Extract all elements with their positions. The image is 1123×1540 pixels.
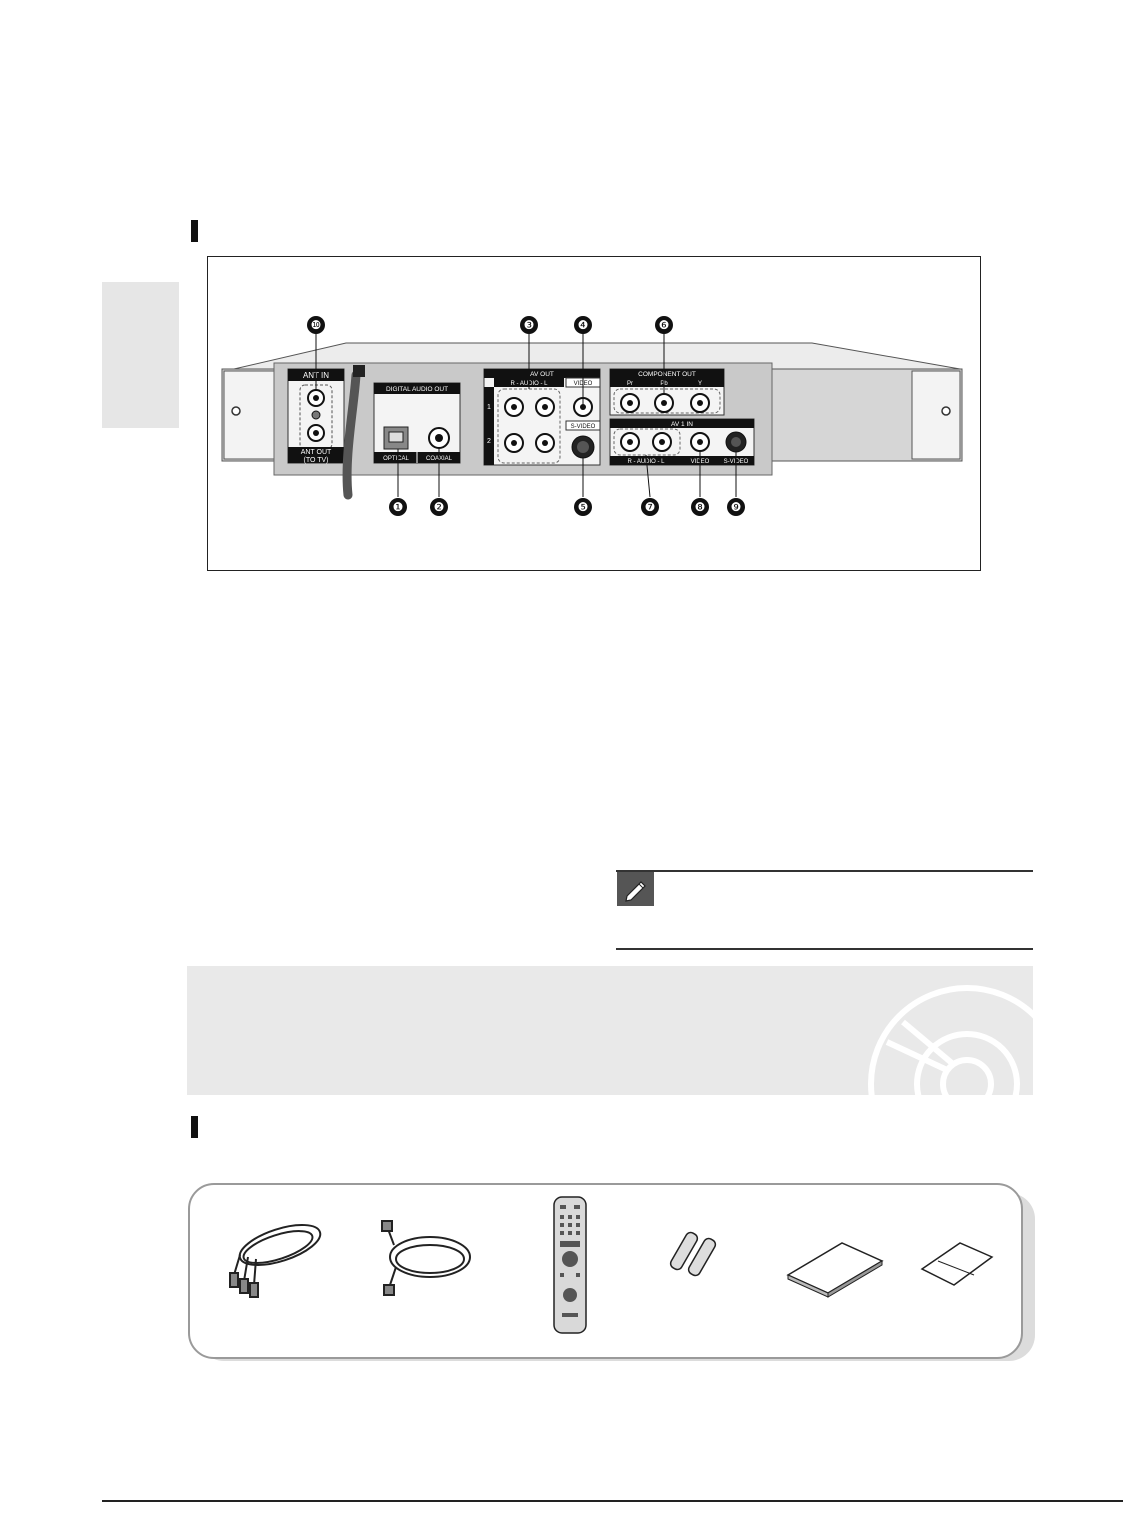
callout-2: ❷: [434, 500, 445, 514]
accessories-box: [188, 1183, 1023, 1359]
callout-1: ❶: [393, 500, 404, 514]
av1-in-label: AV 1 IN: [671, 421, 693, 428]
quick-guide-icon: [920, 1242, 994, 1286]
comp-pr-label: Pr: [627, 381, 633, 387]
comp-y-label: Y: [698, 381, 702, 387]
accessories-illustrations: [229, 1196, 994, 1334]
callout-10: ❿: [311, 318, 322, 332]
power-cord: [342, 370, 361, 500]
av-out-row-1: 1: [487, 404, 491, 411]
disc-watermark-icon: [868, 985, 1033, 1095]
callout-3: ❸: [524, 318, 535, 332]
av-out-label: AV OUT: [530, 371, 554, 378]
side-chapter-tab: [102, 282, 179, 428]
remote-control-icon: [553, 1196, 587, 1334]
av-cable-icon: [229, 1223, 322, 1298]
section-marker-accessories: [191, 1116, 198, 1138]
digital-audio-out-label: DIGITAL AUDIO OUT: [386, 386, 448, 393]
callout-7: ❼: [645, 500, 656, 514]
callout-8: ❽: [695, 500, 706, 514]
screw-right: [941, 406, 951, 416]
av-out-row-2: 2: [487, 438, 491, 445]
callout-badges: ❿ ❸ ❹ ❻ ❶ ❷ ❺ ❼ ❽ ❾: [307, 316, 745, 516]
digital-audio-block: [373, 382, 461, 464]
note-pencil-icon: [617, 872, 654, 906]
screw-left: [231, 406, 241, 416]
ant-out-label: ANT OUT: [301, 449, 332, 456]
note-bottom-rule: [616, 948, 1033, 950]
callout-4: ❹: [578, 318, 589, 332]
callout-6: ❻: [659, 318, 670, 332]
rf-cable-icon: [381, 1220, 471, 1296]
section-marker-rear-panel: [191, 220, 198, 242]
batteries-icon: [669, 1231, 717, 1277]
rear-panel-illustration: ANT IN ANT OUT (TO TV) DIGITAL AUDIO OUT…: [221, 316, 963, 516]
ant-out-sub-label: (TO TV): [303, 457, 328, 464]
component-out-label: COMPONENT OUT: [638, 371, 696, 378]
callout-9: ❾: [731, 500, 742, 514]
optical-label: OPTICAL: [383, 456, 409, 462]
note-top-rule: [616, 870, 1033, 872]
left-bracket: [223, 370, 275, 460]
chapter-banner: [187, 966, 1033, 1095]
footer-rule: [102, 1500, 1123, 1502]
rear-panel-figure: ANT IN ANT OUT (TO TV) DIGITAL AUDIO OUT…: [207, 256, 981, 571]
av-out-svideo-label: S-VIDEO: [571, 424, 596, 430]
right-bracket: [911, 370, 961, 460]
callout-5: ❺: [578, 500, 589, 514]
user-manual-icon: [786, 1242, 884, 1298]
